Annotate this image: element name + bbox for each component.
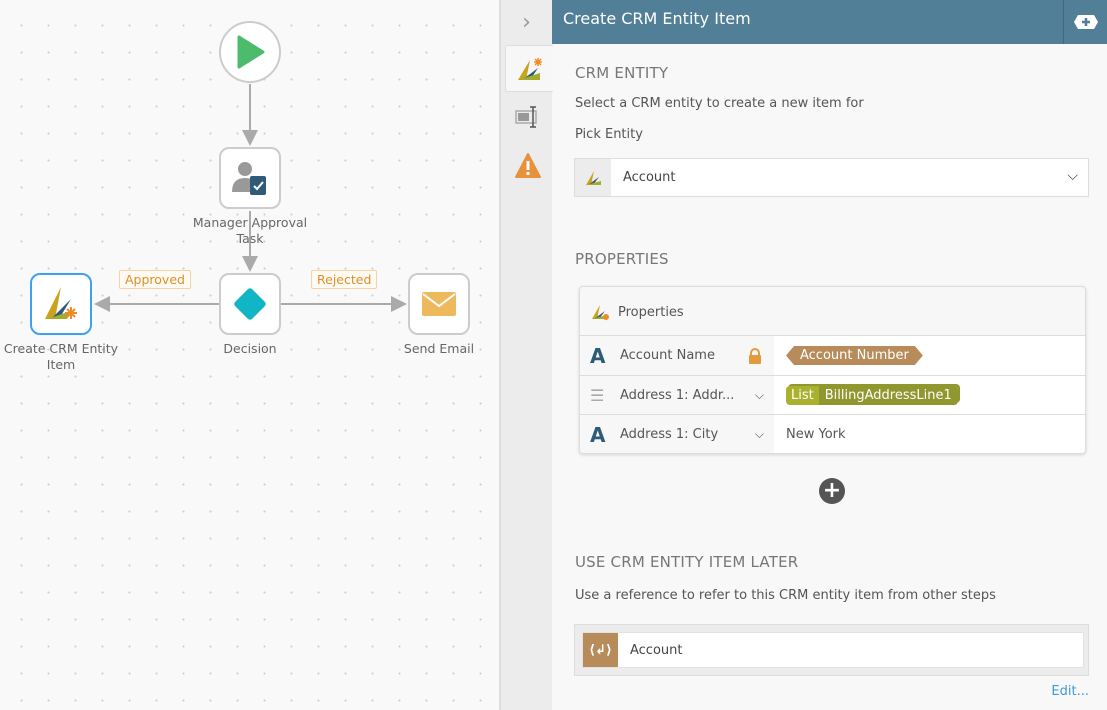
crm-icon xyxy=(575,159,611,196)
numbered-list-icon: ☰ xyxy=(590,386,605,405)
decision-node[interactable] xyxy=(219,273,281,335)
properties-table-header: Properties xyxy=(590,303,684,321)
edit-link[interactable]: Edit... xyxy=(1051,684,1089,699)
panel-tab-strip: › xyxy=(500,0,553,710)
node-label: Manager Approval Task xyxy=(192,215,308,246)
panel-title: Create CRM Entity Item xyxy=(563,9,751,28)
chevron-down-icon: ⌵ xyxy=(1067,168,1078,184)
crm-icon xyxy=(592,305,609,320)
play-icon xyxy=(237,35,265,69)
table-row[interactable]: A Account Name Account Number xyxy=(580,335,1085,375)
node-label: Decision xyxy=(223,341,277,356)
section-heading: CRM ENTITY xyxy=(575,64,669,82)
chevron-down-icon[interactable]: ⌵ xyxy=(754,388,764,402)
table-row[interactable]: A Address 1: City ⌵ New York xyxy=(580,414,1085,453)
list-tag-prefix: List xyxy=(786,386,819,405)
edge-label-approved[interactable]: Approved xyxy=(119,270,191,289)
property-name: Address 1: City xyxy=(620,427,719,442)
entity-select-value: Account xyxy=(623,170,676,185)
add-property-button[interactable]: + xyxy=(819,478,845,504)
workflow-canvas[interactable]: Manager Approval Task Decision Create CR… xyxy=(0,0,500,710)
crm-icon xyxy=(517,57,542,80)
property-value[interactable]: New York xyxy=(786,427,846,442)
section-description: Select a CRM entity to create a new item… xyxy=(575,96,864,111)
property-name: Address 1: Addr... xyxy=(620,388,735,403)
section-description: Use a reference to refer to this CRM ent… xyxy=(575,588,996,603)
collapse-panel-button[interactable]: › xyxy=(501,0,552,44)
entity-select[interactable]: Account ⌵ xyxy=(574,158,1089,197)
plus-tag-icon xyxy=(1073,15,1098,29)
reference-icon: ⟨↲⟩ xyxy=(583,633,618,667)
edge-label-rejected[interactable]: Rejected xyxy=(311,270,378,289)
reference-name: Account xyxy=(630,642,683,658)
crm-icon xyxy=(45,287,77,319)
create-crm-node[interactable] xyxy=(30,273,92,335)
tab-crm-entity[interactable] xyxy=(505,45,553,92)
section-heading: USE CRM ENTITY ITEM LATER xyxy=(575,553,799,571)
tab-warnings[interactable] xyxy=(515,153,541,179)
warning-icon xyxy=(515,153,541,178)
plus-icon: + xyxy=(822,478,842,503)
reference-tag[interactable]: Account Number xyxy=(786,346,923,365)
workflow-connectors xyxy=(94,84,407,312)
send-email-node[interactable] xyxy=(408,273,470,335)
start-node[interactable] xyxy=(219,21,281,83)
section-heading: PROPERTIES xyxy=(575,250,669,268)
lock-icon xyxy=(749,348,761,364)
reference-box: ⟨↲⟩ Account xyxy=(574,624,1089,676)
envelope-icon xyxy=(422,292,456,316)
field-cursor-icon xyxy=(515,106,537,128)
user-task-icon xyxy=(232,162,266,195)
chevron-down-icon[interactable]: ⌵ xyxy=(754,427,764,441)
tab-properties[interactable] xyxy=(515,105,541,129)
text-type-icon: A xyxy=(590,422,606,447)
text-type-icon: A xyxy=(590,343,606,368)
manager-approval-node[interactable] xyxy=(219,147,281,209)
node-label: Send Email xyxy=(403,341,475,356)
expand-button[interactable] xyxy=(1063,0,1107,44)
property-name: Account Name xyxy=(620,348,715,363)
reference-field[interactable]: ⟨↲⟩ Account xyxy=(582,632,1084,668)
panel-header: Create CRM Entity Item xyxy=(552,0,1107,44)
properties-table-title: Properties xyxy=(618,304,684,320)
list-tag-value: BillingAddressLine1 xyxy=(818,386,958,405)
diamond-icon xyxy=(233,287,267,321)
chevron-right-icon: › xyxy=(522,9,531,35)
node-label: Create CRM Entity Item xyxy=(3,341,119,372)
pick-entity-label: Pick Entity xyxy=(575,127,643,142)
